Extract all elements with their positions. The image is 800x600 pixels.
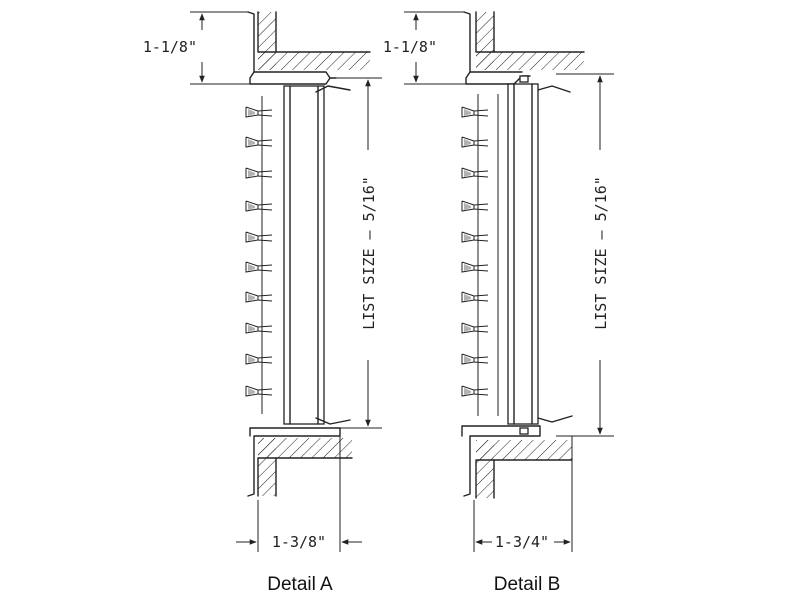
detail-b-list-size-label: LIST SIZE	[592, 248, 610, 329]
detail-a-top-dim-label: 1-1/8"	[143, 38, 197, 56]
detail-b-top-wall	[475, 11, 585, 70]
detail-b-bottom-dimension: 1-3/4"	[473, 436, 573, 552]
detail-a-bottom-wall	[257, 438, 353, 497]
detail-a-caption: Detail A	[267, 574, 333, 595]
svg-text:LIST SIZE —: LIST SIZE — 5/16"	[592, 176, 610, 330]
detail-b: 1-1/8" LIST SIZE — 5/16" 1-3/4" Det	[383, 11, 614, 595]
detail-a-bottom-dimension: 1-3/8"	[236, 436, 362, 552]
detail-a-list-size-value: 5/16"	[360, 176, 378, 221]
detail-a-list-size-dimension: LIST SIZE — 5/16"	[336, 77, 382, 429]
detail-b-caption: Detail B	[494, 574, 561, 595]
detail-a-list-size-label: LIST SIZE	[360, 248, 378, 329]
detail-b-frame	[507, 83, 539, 425]
detail-b-blades	[461, 106, 489, 397]
detail-b-top-flange	[463, 11, 531, 85]
detail-a-blades	[245, 106, 273, 397]
detail-b-top-dim-label: 1-1/8"	[383, 38, 437, 56]
detail-a-top-wall	[257, 11, 371, 70]
detail-b-list-size-dimension: LIST SIZE — 5/16"	[556, 73, 614, 437]
detail-b-top-dimension: 1-1/8"	[383, 11, 466, 85]
detail-a-top-flange	[247, 11, 337, 85]
detail-a-top-dimension: 1-1/8"	[143, 11, 250, 85]
detail-a: 1-1/8" LIST SIZE — 5/16" 1-3/8" Det	[143, 11, 382, 595]
detail-b-bottom-flange	[461, 425, 541, 497]
detail-b-bottom-wall	[475, 440, 573, 499]
detail-b-bottom-dim-label: 1-3/4"	[495, 533, 549, 551]
detail-b-list-size-value: 5/16"	[592, 176, 610, 221]
detail-a-bottom-flange	[247, 427, 341, 497]
detail-a-bottom-dim-label: 1-3/8"	[272, 533, 326, 551]
svg-text:LIST SIZE —: LIST SIZE — 5/16"	[360, 176, 378, 330]
